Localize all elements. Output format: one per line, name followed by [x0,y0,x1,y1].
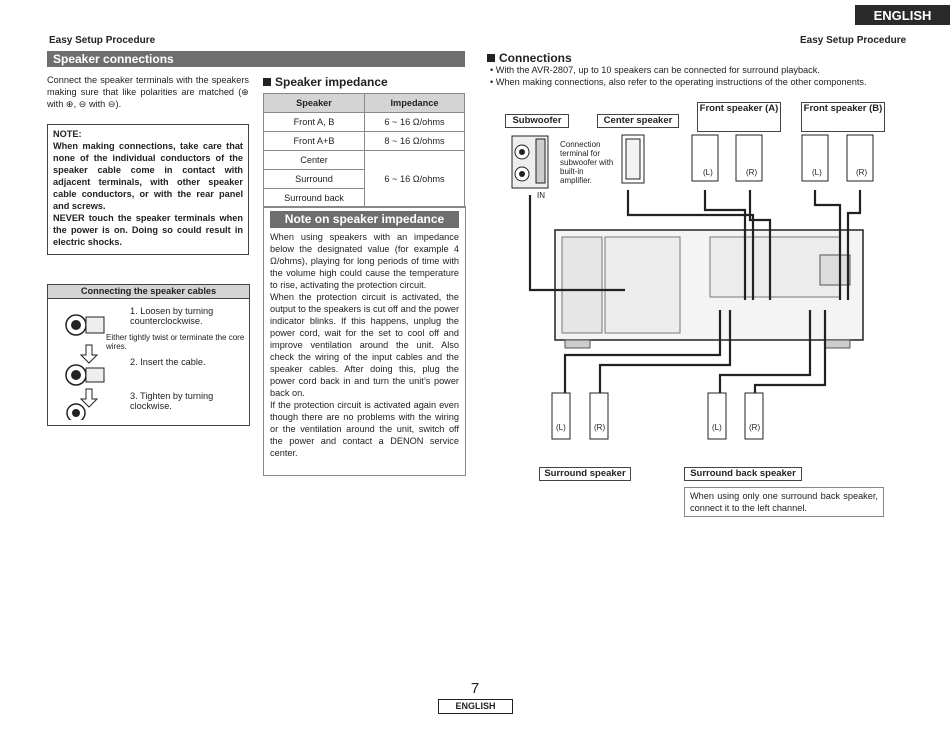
impedance-title: Speaker impedance [275,75,388,89]
surround-speaker-label: Surround speaker [539,467,631,481]
header-impedance: Impedance [364,93,465,113]
front-a-right-label: (R) [746,168,758,177]
center-speaker-icon [621,134,645,184]
header-speaker: Speaker [263,93,365,113]
row-label: Surround [263,169,365,189]
row-value: 6 ~ 16 Ω/ohms [364,150,465,208]
subwoofer-in-label: IN [537,191,545,200]
cable-tip: Either tightly twist or terminate the co… [106,333,245,351]
connection-diagram [511,134,874,440]
row-label: Surround back [263,188,365,208]
cable-step3: 3. Tighten by turning clockwise. [130,391,214,411]
note-title: NOTE: [53,129,82,139]
table-row: Center 6 ~ 16 Ω/ohms [263,150,465,208]
table-row: Front A+B 8 ~ 16 Ω/ohms [263,131,465,151]
header-left-title: Easy Setup Procedure [49,35,156,46]
square-bullet-icon [263,78,271,86]
terminal-illustration [65,314,105,420]
subwoofer-icon [511,135,549,189]
row-value: 8 ~ 16 Ω/ohms [364,131,465,151]
surround-back-note: When using only one surround back speake… [684,487,884,517]
surround-back-left-label: (L) [712,423,722,432]
note-impedance-box: Note on speaker impedance When using spe… [263,206,466,476]
surround-back-speaker-icon [707,392,764,440]
row-label: Center [263,150,365,170]
note-warning: NEVER touch the speaker terminals when t… [53,213,243,247]
subwoofer-label: Subwoofer [505,114,569,128]
note-box: NOTE: When making connections, take care… [47,124,249,255]
front-speaker-a-icon [691,134,763,182]
receiver-rear-panel [554,229,864,349]
surround-back-speaker-label: Surround back speaker [684,467,802,481]
note-impedance-title: Note on speaker impedance [270,211,459,228]
front-b-left-label: (L) [812,168,822,177]
header-right-title: Easy Setup Procedure [800,35,907,46]
row-label: Front A, B [263,112,365,132]
table-row: Front A, B 6 ~ 16 Ω/ohms [263,112,465,132]
front-a-left-label: (L) [703,168,713,177]
speaker-connections-intro: Connect the speaker terminals with the s… [47,75,249,109]
note-impedance-p1: When using speakers with an impedance be… [270,232,459,290]
front-speaker-a-label: Front speaker (A) [697,102,781,132]
impedance-table: Speaker Impedance Front A, B 6 ~ 16 Ω/oh… [263,93,465,208]
speaker-connections-title: Speaker connections [47,51,465,67]
front-b-right-label: (R) [856,168,868,177]
note-impedance-p2: When the protection circuit is activated… [270,292,459,398]
surround-left-label: (L) [556,423,566,432]
cable-box: Connecting the speaker cables 1. Loosen … [47,284,250,426]
surround-right-label: (R) [594,423,606,432]
connections-heading: Connections [487,51,572,65]
center-speaker-label: Center speaker [597,114,679,128]
connections-bullet2: • When making connections, also refer to… [490,77,867,87]
front-speaker-b-icon [801,134,874,182]
cable-step2: 2. Insert the cable. [130,357,206,367]
impedance-heading: Speaker impedance [263,75,388,89]
table-header-row: Speaker Impedance [263,93,465,113]
table-row: Surround back [263,188,465,208]
cable-box-title: Connecting the speaker cables [48,285,249,299]
language-tab: ENGLISH [855,5,950,25]
connections-title: Connections [499,51,572,65]
footer-language: ENGLISH [438,699,513,714]
cable-step1: 1. Loosen by turning counterclockwise. [130,306,214,326]
square-bullet-icon [487,54,495,62]
connections-bullet1: • With the AVR-2807, up to 10 speakers c… [490,65,820,75]
note-impedance-p3: If the protection circuit is activated a… [270,400,459,458]
row-label: Front A+B [263,131,365,151]
note-text: When making connections, take care that … [53,141,243,211]
row-value: 6 ~ 16 Ω/ohms [364,112,465,132]
surround-back-right-label: (R) [749,423,761,432]
speaker-wires [528,190,862,400]
page-number: 7 [470,680,480,697]
surround-speaker-icon [551,392,609,440]
front-speaker-b-label: Front speaker (B) [801,102,885,132]
subwoofer-note: Connection terminal for subwoofer with b… [560,140,614,185]
